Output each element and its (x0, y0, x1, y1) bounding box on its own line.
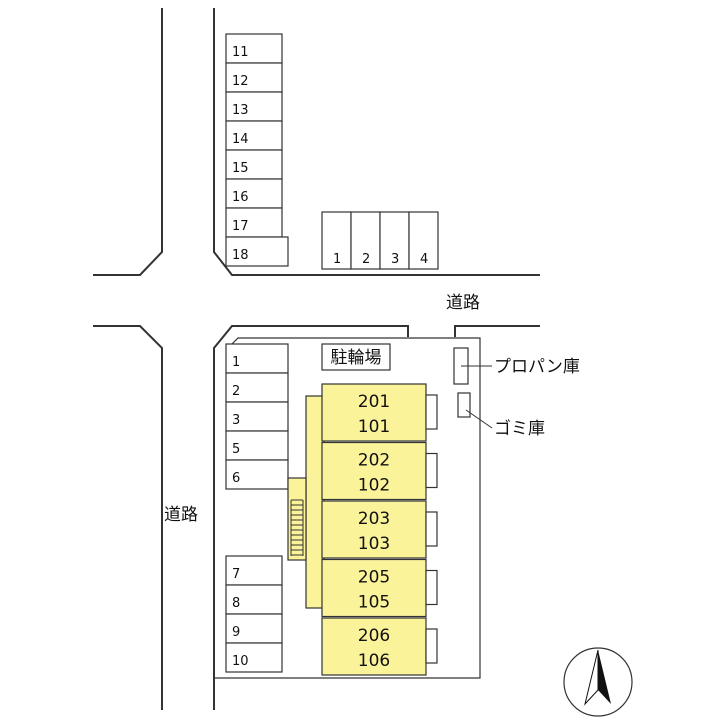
parking-slot-17: 17 (225, 207, 283, 238)
balcony (425, 394, 438, 430)
west-parking-lot-upper: 1 2 3 5 6 (225, 343, 289, 490)
unit-number-lower: 102 (358, 476, 390, 496)
parking-slot-7: 7 (225, 555, 283, 586)
parking-slot-number: 18 (232, 248, 249, 263)
stairs (287, 477, 307, 561)
unit-number-upper: 205 (358, 568, 390, 588)
parking-slot-number: 8 (232, 596, 240, 611)
unit-number-lower: 106 (358, 651, 390, 671)
parking-slot-number: 7 (232, 567, 240, 582)
parking-slot-12: 12 (225, 62, 283, 93)
balcony (425, 569, 438, 606)
parking-slot-number: 10 (232, 654, 249, 669)
parking-slot-number: 14 (232, 132, 249, 147)
parking-slot-number: 3 (232, 413, 240, 428)
parking-slot-number: 9 (232, 625, 240, 640)
parking-slot-8: 8 (225, 584, 283, 615)
parking-slot-15: 15 (225, 149, 283, 180)
west-parking-lot-lower: 7 8 9 10 (225, 555, 283, 673)
unit-number-upper: 201 (358, 392, 390, 412)
north-parking-lot: 11 12 13 14 15 16 17 18 (225, 33, 289, 267)
parking-slot-number: 6 (232, 471, 240, 486)
parking-slot-number: 17 (232, 219, 249, 234)
unit-number-upper: 206 (358, 626, 390, 646)
site-boundary (214, 337, 481, 679)
garbage-storage: ゴミ庫 (457, 392, 545, 439)
parking-slot-18: 18 (225, 236, 289, 267)
parking-slot-number: 5 (232, 442, 240, 457)
balcony (425, 452, 438, 489)
unit-number-lower: 103 (358, 534, 390, 554)
parking-slot-5: 5 (225, 430, 289, 461)
bicycle-parking-label: 駐輪場 (331, 348, 382, 368)
parking-slot-1: 1 (225, 343, 289, 374)
parking-slot-number: 1 (333, 252, 341, 267)
garbage-storage-label: ゴミ庫 (494, 418, 545, 439)
parking-slot-number: 12 (232, 74, 249, 89)
parking-slot-number: 3 (391, 252, 399, 267)
road-lines (93, 8, 540, 710)
building-west-wing (305, 395, 325, 609)
balcony (425, 628, 438, 664)
parking-slot-number: 11 (232, 45, 249, 60)
parking-slot-13: 13 (225, 91, 283, 122)
parking-slot-top-1: 1 (321, 211, 352, 270)
parking-slot-10: 10 (225, 642, 283, 673)
parking-slot-14: 14 (225, 120, 283, 151)
parking-slot-16: 16 (225, 178, 283, 209)
road-west-label: 道路 (164, 505, 198, 525)
unit-number-upper: 203 (358, 509, 390, 529)
parking-slot-number: 2 (232, 384, 240, 399)
road-north-label: 道路 (446, 293, 480, 313)
parking-slot-top-4: 4 (408, 211, 439, 270)
unit-number-upper: 202 (358, 451, 390, 471)
propane-storage: プロパン庫 (453, 347, 580, 385)
balcony (425, 511, 438, 547)
parking-slot-number: 16 (232, 190, 249, 205)
parking-slot-number: 13 (232, 103, 249, 118)
parking-slot-number: 2 (362, 252, 370, 267)
unit-number-lower: 101 (358, 417, 390, 437)
parking-slot-3: 3 (225, 401, 289, 432)
parking-slot-number: 15 (232, 161, 249, 176)
parking-slot-11: 11 (225, 33, 283, 64)
parking-slot-6: 6 (225, 459, 289, 490)
parking-slot-2: 2 (225, 372, 289, 403)
parking-slot-number: 1 (232, 355, 240, 370)
parking-slot-top-2: 2 (350, 211, 381, 270)
north-arrow-icon (563, 647, 633, 717)
propane-storage-label: プロパン庫 (494, 357, 580, 377)
parking-slot-9: 9 (225, 613, 283, 644)
unit-number-lower: 105 (358, 593, 390, 613)
parking-slot-number: 4 (420, 252, 428, 267)
top-parking-lot: 1 2 3 4 (321, 211, 439, 270)
bicycle-parking: 駐輪場 (321, 343, 391, 371)
parking-slot-top-3: 3 (379, 211, 410, 270)
